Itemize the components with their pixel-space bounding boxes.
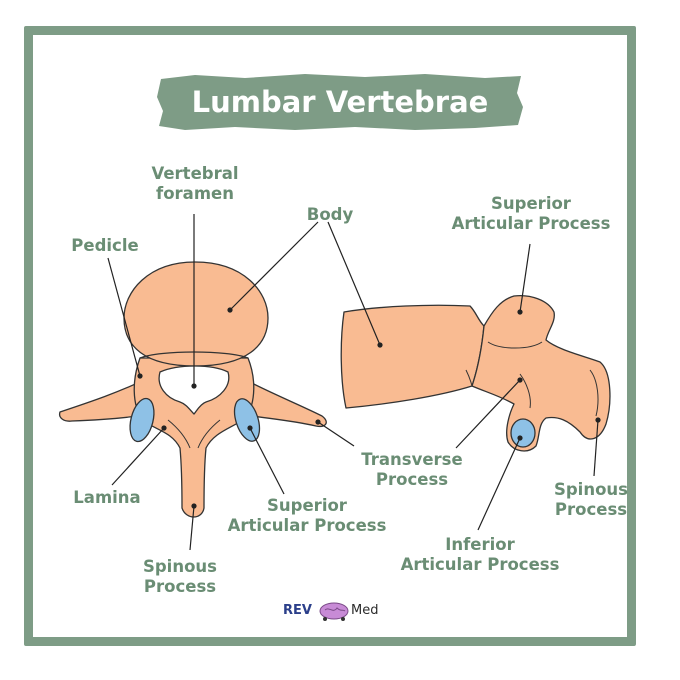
leader-pedicle (107, 257, 141, 377)
right-superior-articular-facet (233, 398, 261, 442)
leader-spinous-right (593, 419, 599, 477)
label-inferior-articular-process: Inferior Articular Process (400, 535, 560, 574)
logo-med-text: Med (351, 603, 379, 618)
leader-lamina (111, 427, 165, 486)
leader-transverse-right (455, 379, 521, 449)
label-pedicle: Pedicle (71, 236, 139, 255)
label-body: Body (306, 205, 354, 224)
lateral-view-vertebra (340, 294, 611, 452)
leader-superior-articular-left (249, 427, 285, 495)
leader-superior-articular-right (519, 243, 531, 313)
label-lamina: Lamina (73, 488, 141, 507)
inferior-articular-facet (510, 418, 536, 448)
page-title: Lumbar Vertebrae (191, 85, 489, 119)
leader-transverse-left (317, 421, 355, 447)
label-spinous-process-right: Spinous Process (553, 480, 628, 519)
brain-icon (319, 602, 349, 621)
label-vertebral-foramen: Vertebral foramen (151, 164, 239, 203)
logo-rev-text: REV (283, 603, 312, 618)
leader-body-left (229, 221, 319, 311)
leader-lines (107, 214, 601, 551)
superior-view-vertebra (58, 261, 327, 518)
vertebral-body (123, 261, 269, 367)
leader-inferior-articular (477, 437, 521, 531)
lateral-vertebral-body (340, 304, 485, 409)
lateral-posterior-elements (471, 294, 611, 452)
leader-body-right (327, 221, 381, 346)
label-transverse-process: Transverse Process (361, 450, 463, 489)
label-superior-articular-process-right: Superior Articular Process (451, 194, 611, 233)
left-superior-articular-facet (129, 397, 155, 443)
vertebral-foramen-opening (158, 365, 230, 415)
revmed-logo: REV Med (283, 600, 403, 624)
left-transverse-process (58, 377, 151, 422)
label-spinous-process-left: Spinous Process (142, 557, 217, 596)
right-transverse-process (239, 377, 327, 428)
leader-spinous-left (189, 505, 195, 551)
title-banner (157, 74, 523, 130)
outer-frame (24, 26, 636, 646)
label-superior-articular-process-left: Superior Articular Process (227, 496, 387, 535)
